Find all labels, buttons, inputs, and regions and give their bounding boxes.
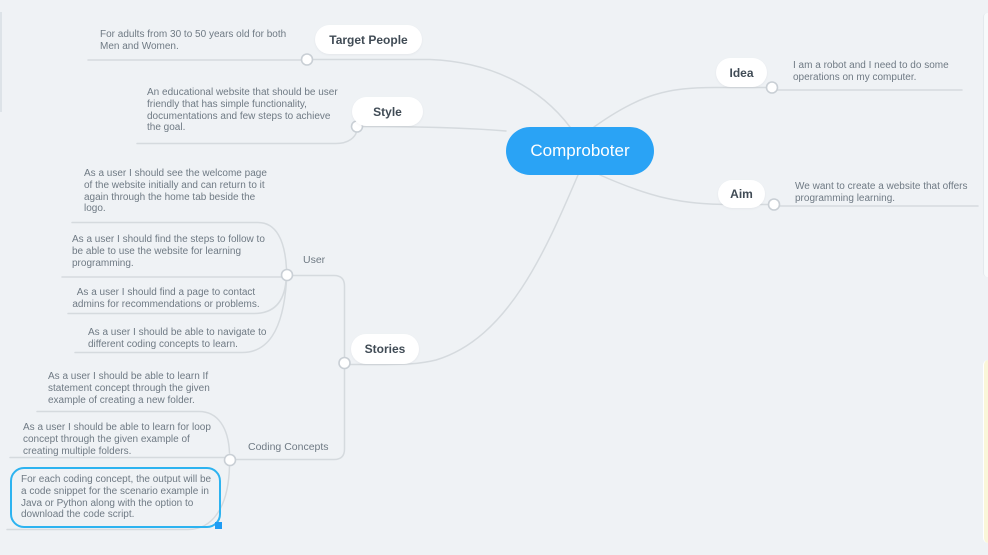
- node-idea[interactable]: Idea: [716, 58, 767, 87]
- junction-user[interactable]: [280, 268, 294, 282]
- branch-idea: [593, 86, 768, 128]
- node-style[interactable]: Style: [352, 97, 423, 126]
- right-panel-edge-yellow: [983, 360, 988, 543]
- node-style-label: Style: [373, 104, 402, 119]
- left-edge-artifact: [0, 12, 2, 112]
- note-style[interactable]: An educational website that should be us…: [147, 87, 338, 134]
- branch-target-people: [311, 58, 571, 128]
- node-coding-concepts[interactable]: Coding Concepts: [248, 441, 329, 453]
- note-target-people[interactable]: For adults from 30 to 50 years old for b…: [100, 29, 287, 52]
- user-story-3[interactable]: As a user I should find a page to contac…: [72, 287, 260, 310]
- user-story-2[interactable]: As a user I should find the steps to fol…: [72, 234, 265, 269]
- node-idea-label: Idea: [729, 65, 754, 80]
- node-stories-label: Stories: [364, 342, 406, 356]
- junction-idea[interactable]: [765, 81, 779, 94]
- node-aim[interactable]: Aim: [718, 180, 765, 208]
- junction-aim[interactable]: [767, 198, 781, 211]
- underline-coding-story-1: [36, 410, 231, 454]
- selected-node-outline[interactable]: [10, 467, 221, 528]
- branch-stories: [349, 174, 579, 366]
- node-aim-label: Aim: [730, 187, 753, 201]
- junction-coding-concepts[interactable]: [223, 453, 237, 467]
- user-story-1[interactable]: As a user I should see the welcome page …: [84, 168, 267, 215]
- node-user[interactable]: User: [303, 254, 326, 266]
- node-target-people[interactable]: Target People: [315, 25, 422, 54]
- coding-story-1[interactable]: As a user I should be able to learn If s…: [48, 371, 210, 406]
- coding-story-2[interactable]: As a user I should be able to learn for …: [23, 422, 211, 457]
- node-stories[interactable]: Stories: [351, 334, 419, 364]
- branch-style: [361, 125, 507, 132]
- root-node-label: Comproboter: [530, 141, 630, 160]
- junction-stories[interactable]: [338, 356, 351, 370]
- selection-drag-handle[interactable]: [215, 522, 222, 529]
- right-panel-edge-white: [983, 13, 988, 277]
- node-target-people-label: Target People: [329, 32, 408, 47]
- coding-selected-note[interactable]: For each coding concept, the output will…: [21, 474, 212, 521]
- underline-style-note: [136, 131, 358, 145]
- junction-target-people[interactable]: [300, 53, 314, 66]
- note-idea[interactable]: I am a robot and I need to do some opera…: [793, 60, 949, 83]
- underline-user-story-1: [71, 221, 288, 270]
- user-story-4[interactable]: As a user I should be able to navigate t…: [88, 327, 267, 350]
- root-node-comproboter[interactable]: Comproboter: [506, 127, 654, 175]
- underline-user-story-3: [67, 280, 287, 315]
- note-aim[interactable]: We want to create a website that offers …: [795, 181, 968, 204]
- underline-user-story-4: [74, 280, 288, 354]
